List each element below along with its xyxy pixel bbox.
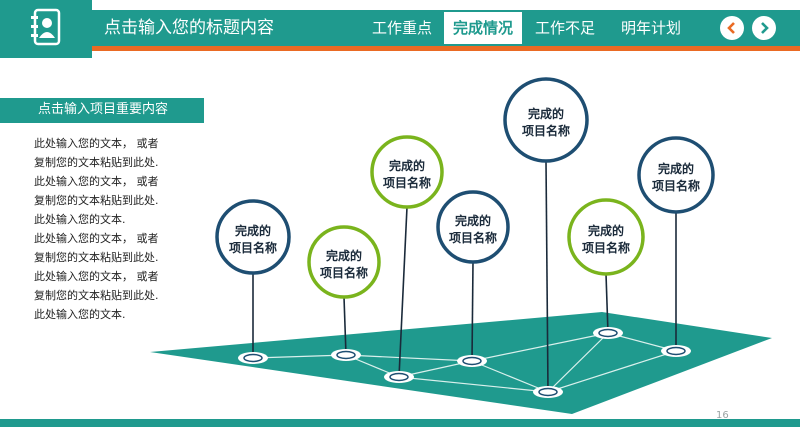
node-base-ring xyxy=(389,372,409,382)
node-label-line2: 项目名称 xyxy=(229,240,277,255)
prev-button[interactable] xyxy=(720,16,744,40)
node-base-ring xyxy=(598,328,618,338)
chevron-left-icon xyxy=(726,19,738,38)
node-stem xyxy=(545,160,549,393)
text-line: 此处输入您的文本， 或者 xyxy=(34,270,159,283)
milestone-nodes: 完成的项目名称完成的项目名称完成的项目名称完成的项目名称完成的项目名称完成的项目… xyxy=(215,77,715,398)
connection-line xyxy=(471,332,609,362)
node-base xyxy=(661,345,691,357)
node-stem xyxy=(398,206,408,378)
tab-shortcomings[interactable]: 工作不足 xyxy=(534,19,595,37)
node-label-line2: 项目名称 xyxy=(522,123,570,138)
node-label-line1: 完成的 xyxy=(455,213,491,228)
connection-line xyxy=(547,350,677,393)
next-button[interactable] xyxy=(752,16,776,40)
page-title: 点击输入您的标题内容 xyxy=(104,18,274,38)
text-line: 复制您的文本粘贴到此处. xyxy=(34,156,159,169)
node-circle xyxy=(436,190,510,264)
node-base-ring xyxy=(538,387,558,397)
node-circle xyxy=(503,77,589,163)
text-line: 此处输入您的文本. xyxy=(34,308,126,321)
node-base xyxy=(238,352,268,364)
node-label-line1: 完成的 xyxy=(235,223,271,238)
connection-line xyxy=(252,354,347,359)
text-line: 此处输入您的文本， 或者 xyxy=(34,175,159,188)
section-subtitle: 点击输入项目重要内容 xyxy=(0,98,204,122)
node-label-line2: 项目名称 xyxy=(652,178,700,193)
text-line: 此处输入您的文本， 或者 xyxy=(34,232,159,245)
footer-bar xyxy=(0,419,800,427)
node-label-line2: 项目名称 xyxy=(449,230,497,245)
node-circle xyxy=(567,198,645,276)
node-label-line1: 完成的 xyxy=(326,248,362,263)
connection-line xyxy=(471,360,549,393)
node-label-line1: 完成的 xyxy=(658,161,694,176)
node-label-line1: 完成的 xyxy=(588,223,624,238)
header: 点击输入您的标题内容 工作重点 完成情况 工作不足 明年计划 xyxy=(0,0,800,58)
node-circle xyxy=(637,136,715,214)
tab-next-year-plan[interactable]: 明年计划 xyxy=(620,19,681,37)
text-line: 此处输入您的文本， 或者 xyxy=(34,137,159,150)
page-number: 16 xyxy=(716,410,729,421)
connection-line xyxy=(398,376,549,393)
subtitle-underline xyxy=(0,122,204,123)
node-label-line1: 完成的 xyxy=(528,106,564,121)
connection-line xyxy=(547,332,609,393)
text-line: 复制您的文本粘贴到此处. xyxy=(34,251,159,264)
node-label-line2: 项目名称 xyxy=(582,240,630,255)
node-base xyxy=(593,327,623,339)
node-base xyxy=(457,355,487,367)
header-accent-line xyxy=(0,46,800,51)
tab-work-focus[interactable]: 工作重点 xyxy=(371,19,432,37)
node-base-ring xyxy=(243,353,263,363)
node-stem xyxy=(471,261,474,362)
node-base-ring xyxy=(666,346,686,356)
node-stem xyxy=(605,273,609,334)
contact-book-icon xyxy=(29,8,63,50)
node-stem xyxy=(343,296,347,356)
node-label-line2: 项目名称 xyxy=(320,265,368,280)
node-circle xyxy=(370,135,444,209)
chevron-right-icon xyxy=(758,19,770,38)
node-circle xyxy=(215,199,291,275)
text-line: 复制您的文本粘贴到此处. xyxy=(34,194,159,207)
header-bar xyxy=(0,10,800,46)
node-base xyxy=(331,349,361,361)
node-base-ring xyxy=(336,350,356,360)
node-base-ring xyxy=(462,356,482,366)
logo xyxy=(0,0,92,58)
tab-completion-status[interactable]: 完成情况 xyxy=(444,12,522,44)
node-base xyxy=(384,371,414,383)
node-label-line1: 完成的 xyxy=(389,158,425,173)
connection-line xyxy=(345,354,473,362)
body-text: 此处输入您的文本， 或者 复制您的文本粘贴到此处. 此处输入您的文本， 或者 复… xyxy=(34,134,204,324)
text-line: 此处输入您的文本. xyxy=(34,213,126,226)
node-base xyxy=(533,386,563,398)
text-line: 复制您的文本粘贴到此处. xyxy=(34,289,159,302)
node-label-line2: 项目名称 xyxy=(383,175,431,190)
node-circle xyxy=(307,225,381,299)
